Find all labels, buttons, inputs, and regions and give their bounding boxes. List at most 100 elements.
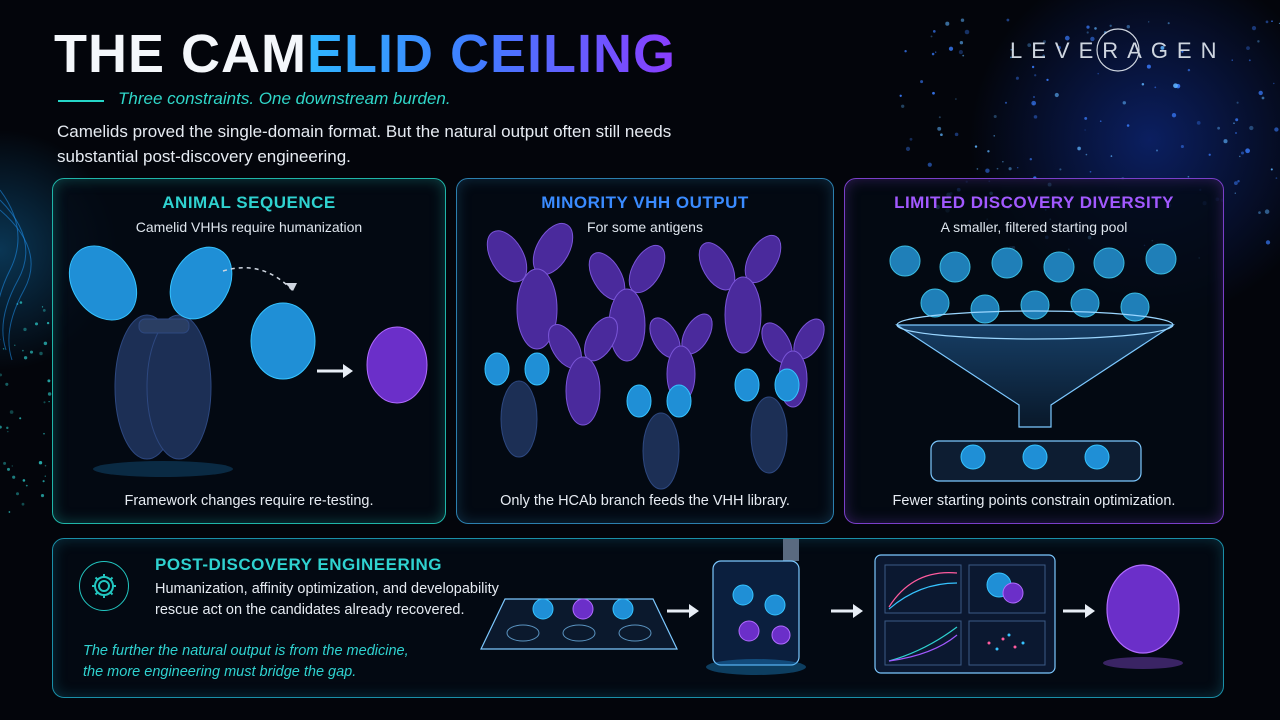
star-dot [48,400,50,403]
star-dot [1042,54,1045,57]
star-dot [34,322,39,326]
star-dot [43,401,46,404]
star-dot [1034,74,1037,77]
star-dot [1089,170,1092,173]
camelid-vhh-domain [250,302,316,380]
star-dot [974,145,978,148]
star-dot [1173,83,1178,89]
star-dot [1275,177,1278,179]
star-dot [1094,27,1097,30]
star-dot [43,341,48,346]
panel-heading: MINORITY VHH OUTPUT [541,193,749,212]
star-dot [1249,125,1254,131]
star-dot [958,50,963,55]
engineering-quote-line2: the more engineering must bridge the gap… [83,664,357,680]
star-dot [6,467,11,471]
star-dot [948,46,954,51]
page-title-part1: THE CAM [54,24,307,84]
star-dot [1234,192,1236,194]
vhh-domain-right [169,246,233,320]
star-dot [1090,36,1095,42]
star-dot [1245,148,1250,154]
funnel-illustration [889,243,1177,482]
star-dot [959,41,964,45]
panel-post-discovery-engineering: POST-DISCOVERY ENGINEERING Humanization,… [52,538,1224,698]
panel-footer: Fewer starting points constrain optimiza… [892,493,1176,509]
engineering-quote-line1: The further the natural output is from t… [83,643,409,659]
star-dot [42,480,45,483]
star-dot [955,98,957,100]
star-dot [1004,101,1008,104]
star-dot [1251,26,1257,31]
star-dot [938,116,941,119]
star-dot [1031,65,1035,69]
star-dot [1257,40,1260,43]
star-dot [932,91,935,95]
logo-ring-icon [1096,28,1140,72]
star-dot [3,461,7,465]
star-dot [1187,175,1190,178]
star-dot [1154,86,1157,89]
diverse-domain-pool [889,243,1177,324]
panel-footer: Framework changes require re-testing. [124,493,374,509]
vhh-domain-left [68,245,138,321]
star-dot [2,348,5,350]
star-dot [8,511,11,513]
star-dot [1086,31,1089,34]
star-dot [1236,101,1239,104]
star-dot [1270,168,1273,171]
star-dot [1233,122,1235,124]
star-dot [954,132,959,137]
panel-minority-vhh-output: MINORITY VHH OUTPUT For some antigens On… [456,178,834,524]
star-dot [22,349,24,352]
star-dot [23,356,28,360]
panel-subheading: For some antigens [587,219,703,235]
star-dot [21,502,25,506]
star-dot [1246,46,1250,50]
star-dot [11,465,14,467]
star-dot [976,168,979,170]
panel-subheading: Camelid VHHs require humanization [135,219,363,235]
panel-limited-discovery-diversity: LIMITED DISCOVERY DIVERSITY A smaller, f… [844,178,1224,524]
star-dot [1240,151,1245,155]
star-dot [1171,113,1177,118]
star-dot [931,52,935,56]
logo-text: LEVERAGEN [1010,38,1226,63]
star-dot [937,126,942,131]
star-dot [1122,101,1127,105]
engineering-body: Humanization, affinity optimization, and… [155,581,499,618]
star-dot [1008,167,1012,171]
star-dot [1084,116,1088,120]
engineering-heading: POST-DISCOVERY ENGINEERING [155,555,442,574]
star-dot [1271,20,1273,22]
star-dot [0,425,2,429]
star-dot [29,350,34,354]
antibody-population-illustration [484,222,825,490]
star-dot [1223,139,1228,144]
star-dot [1033,96,1035,98]
star-dot [1148,21,1150,23]
conventional-antibodies [486,222,825,426]
star-dot [1187,68,1191,72]
star-dot [1274,127,1279,132]
star-dot [6,426,9,430]
star-dot [1258,90,1263,96]
star-dot [1261,96,1265,100]
star-dot [1059,168,1062,171]
panel-subheading: A smaller, filtered starting pool [940,219,1128,235]
star-dot [1064,35,1070,41]
gear-icon [79,561,129,611]
star-dot [1126,124,1130,127]
star-dot [1010,48,1013,51]
engineered-vhh-domain [1106,564,1180,654]
star-dot [987,150,990,153]
star-dot [945,21,950,26]
star-dot [1239,155,1241,158]
star-dot [1033,115,1038,119]
star-dot [1010,56,1012,59]
humanization-illustration [68,245,428,477]
panel-footer: Only the HCAb branch feeds the VHH libra… [500,493,790,509]
star-dot [985,168,990,173]
star-dot [1110,155,1113,157]
star-dot [1126,25,1131,29]
